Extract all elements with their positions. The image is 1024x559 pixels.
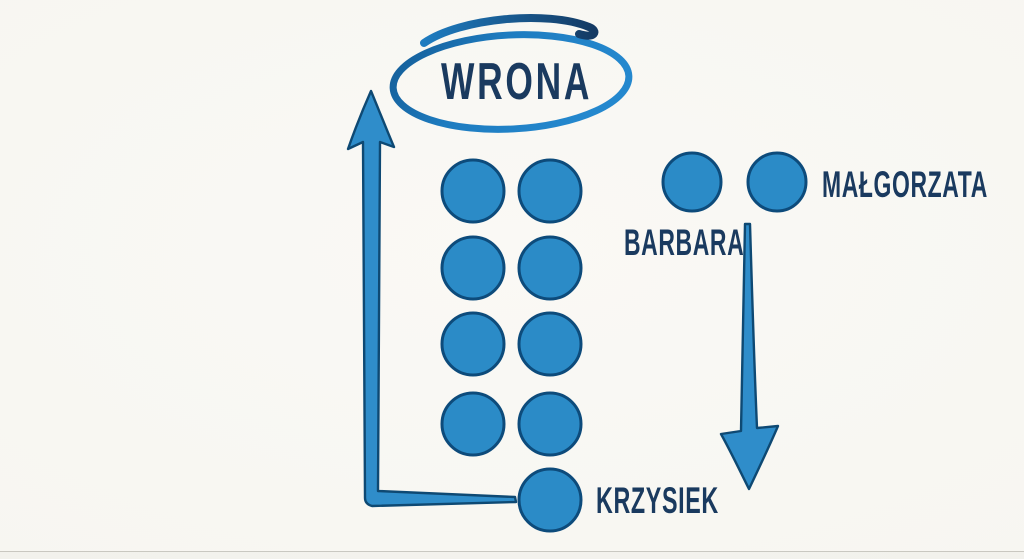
right-circle-group (661, 151, 808, 213)
counter-circle (517, 158, 583, 224)
label-krzysiek: KRZYSIEK (596, 480, 719, 521)
title-wrona: WRONA (441, 53, 593, 111)
krzysiek-circle (517, 467, 583, 533)
counter-circle (517, 391, 583, 457)
down-arrow-icon (719, 222, 780, 491)
counter-circle (440, 158, 506, 224)
up-arrow-icon (346, 89, 518, 508)
ellipse-stroke (389, 31, 633, 133)
left-circle-group (440, 158, 583, 533)
ellipse-overlap-swoosh (420, 13, 599, 47)
label-malgorzata: MAŁGORZATA (822, 164, 988, 205)
malgorzata-circle (746, 151, 808, 213)
barbara-circle (661, 151, 723, 213)
label-barbara: BARBARA (624, 222, 745, 263)
counter-circle (517, 235, 583, 301)
counter-circle (517, 311, 583, 377)
frame-bottom-edge (0, 551, 1024, 559)
ellipse-highlight (389, 13, 633, 133)
counter-circle (440, 391, 506, 457)
counter-circle (440, 311, 506, 377)
counter-circle (440, 235, 506, 301)
